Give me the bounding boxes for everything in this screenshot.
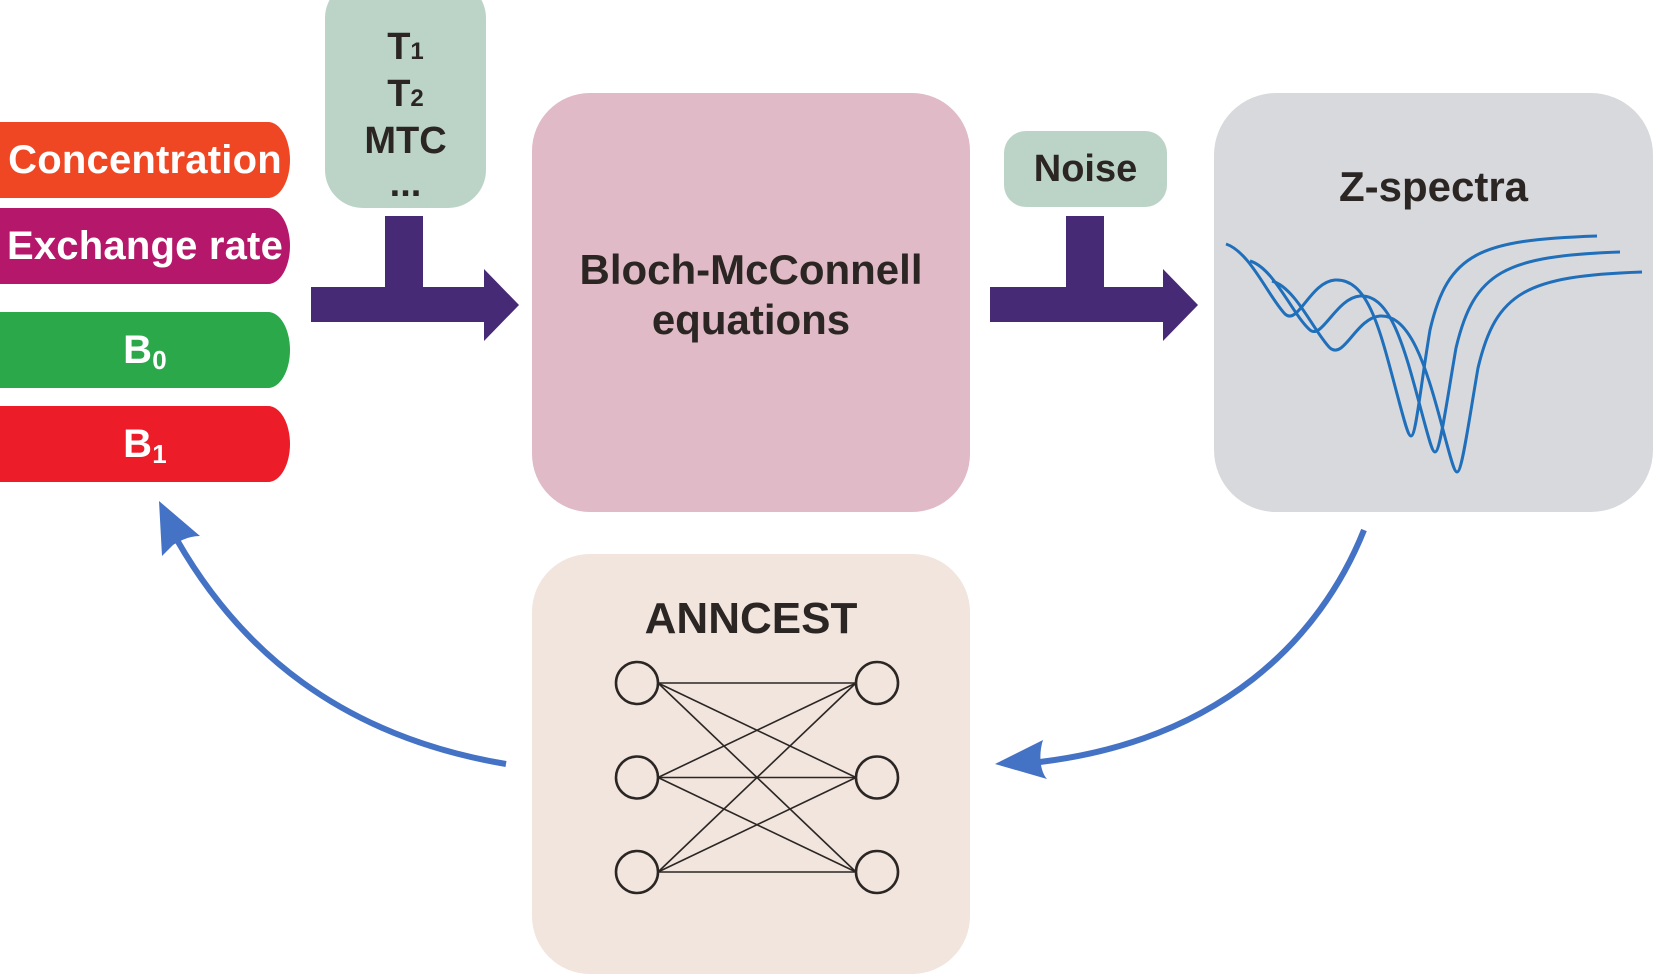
noise-label: Noise	[1033, 147, 1138, 190]
exchange-rate-label: Exchange rate	[6, 223, 284, 268]
t1-label: T1	[387, 26, 424, 68]
mtc-label: MTC	[364, 120, 447, 162]
bloch-mcconnell-box: Bloch-McConnell equations	[532, 93, 970, 512]
t2-label: T2	[387, 73, 424, 115]
merge-arrow-left	[311, 216, 519, 341]
concentration-pill: Concentration	[0, 122, 290, 198]
anncest-box: ANNCEST	[532, 554, 970, 974]
ellipsis-label: ...	[389, 163, 422, 205]
model-title-line2: equations	[651, 296, 851, 343]
feedback-arrow-to-inputs	[159, 501, 507, 767]
z-spectra-title: Z-spectra	[1338, 163, 1529, 210]
concentration-label: Concentration	[8, 137, 282, 182]
feedback-arrow-to-network	[995, 528, 1367, 779]
b1-pill: B1	[0, 406, 290, 482]
b0-pill: B0	[0, 312, 290, 388]
b1-label: B1	[123, 421, 167, 469]
merge-arrow-right	[990, 216, 1198, 341]
exchange-rate-pill: Exchange rate	[0, 208, 290, 284]
b0-label: B0	[123, 327, 167, 375]
anncest-title: ANNCEST	[644, 594, 858, 643]
tissue-parameters-box: T1 T2 MTC ...	[325, 0, 486, 208]
z-spectra-box: Z-spectra	[1214, 93, 1653, 512]
noise-box: Noise	[1004, 131, 1167, 207]
model-title-line1: Bloch-McConnell	[579, 246, 923, 293]
